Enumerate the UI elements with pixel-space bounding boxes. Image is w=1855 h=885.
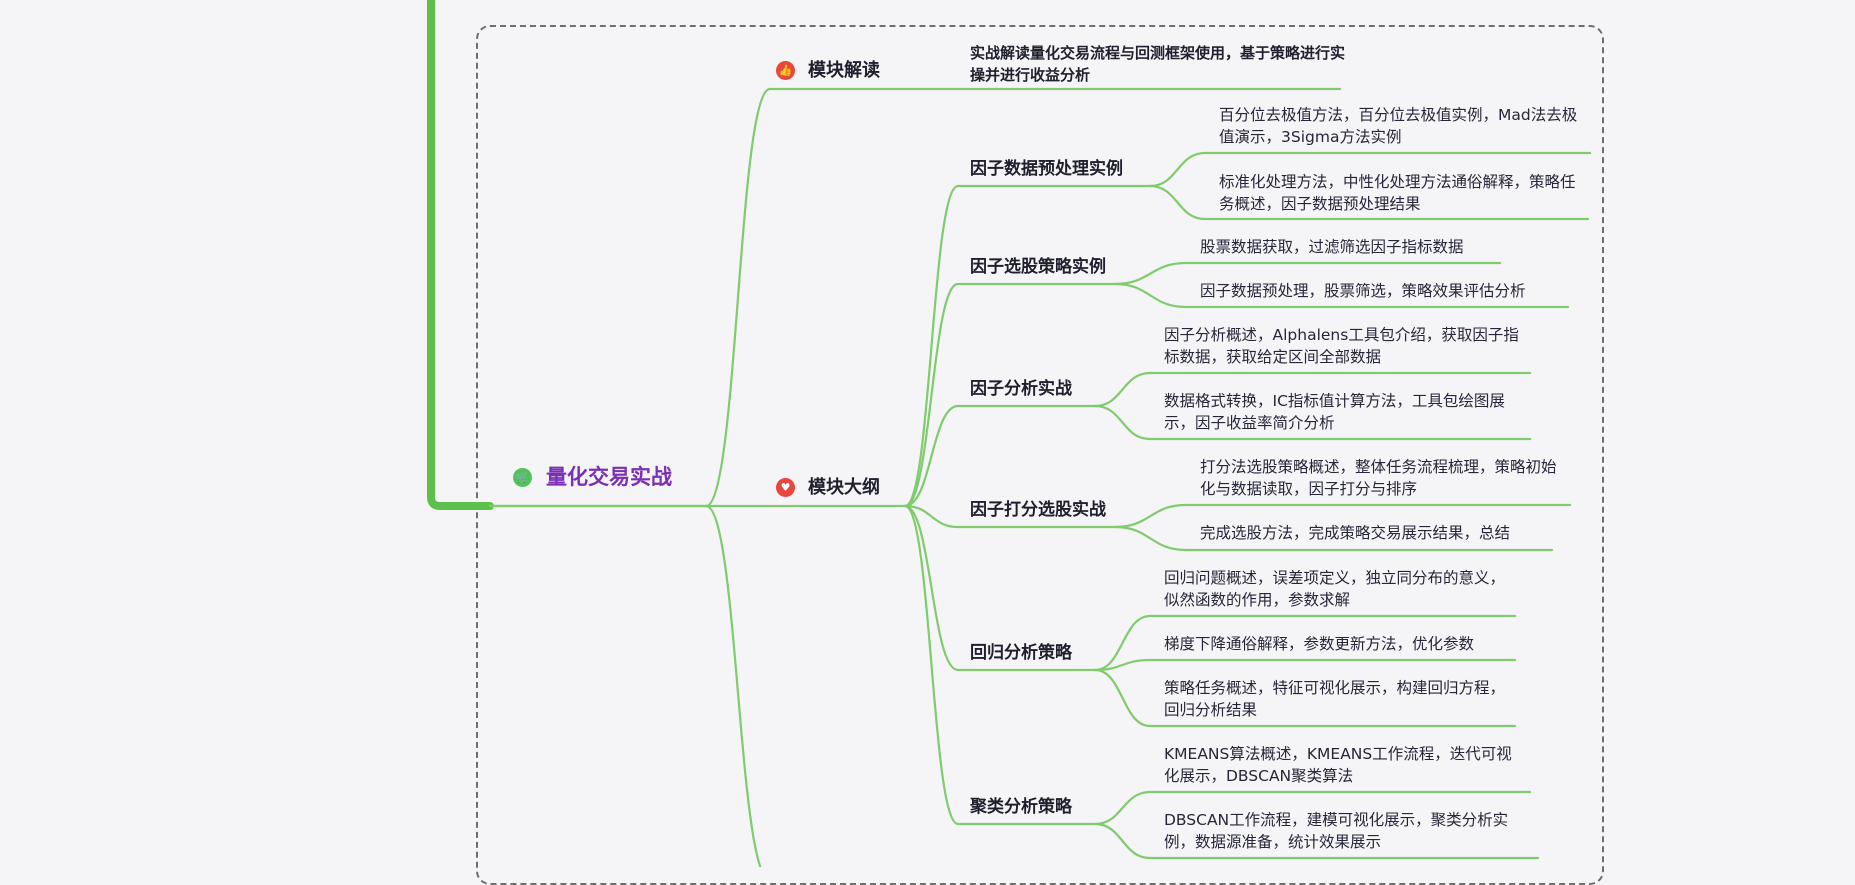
cart-icon: 🛒 xyxy=(513,468,532,487)
connector-topic-leaf xyxy=(1113,282,1188,309)
mindmap-canvas: 🛒 量化交易实战 👍 模块解读 实战解读量化交易流程与回测框架使用，基于策略进行… xyxy=(427,0,1604,885)
connector-topic-leaf xyxy=(1113,503,1188,529)
leaf-item[interactable]: 因子分析概述，Alphalens工具包介绍，获取因子指标数据，获取给定区间全部数… xyxy=(1164,326,1519,366)
connector-outline-topic xyxy=(903,282,960,508)
leaf-item[interactable]: 梯度下降通俗解释，参数更新方法，优化参数 xyxy=(1164,635,1475,653)
leaf-item[interactable]: DBSCAN工作流程，建模可视化展示，聚类分析实例，数据源准备，统计效果展示 xyxy=(1164,811,1509,851)
connector-topic-leaf xyxy=(1093,790,1152,826)
connector-topic-leaf xyxy=(1093,371,1152,408)
connector-topic-leaf xyxy=(1113,525,1188,552)
thumbs-up-icon: 👍 xyxy=(776,61,795,80)
connector-outline-topic xyxy=(903,404,960,508)
connector-topic-leaf xyxy=(1148,151,1207,188)
connector-outline-topic xyxy=(903,184,960,508)
leaf-item[interactable]: 百分位去极值方法，百分位去极值实例，Mad法去极值演示，3Sigma方法实例 xyxy=(1219,106,1578,146)
module-intro-topic[interactable]: 模块解读 xyxy=(808,60,880,81)
connector-topic-leaf xyxy=(1148,184,1207,221)
topic-factor-analysis[interactable]: 因子分析实战 xyxy=(970,379,1072,399)
module-outline-topic[interactable]: 模块大纲 xyxy=(808,477,880,498)
leaf-item[interactable]: 数据格式转换，IC指标值计算方法，工具包绘图展示，因子收益率简介分析 xyxy=(1164,392,1505,432)
module-intro-note[interactable]: 实战解读量化交易流程与回测框架使用，基于策略进行实操并进行收益分析 xyxy=(970,44,1346,84)
connector-root-intro xyxy=(704,87,772,508)
branch-connectors xyxy=(427,0,1592,867)
topic-regression-strategy[interactable]: 回归分析策略 xyxy=(970,643,1072,663)
leaf-item[interactable]: 完成选股方法，完成策略交易展示结果，总结 xyxy=(1200,524,1511,542)
connector-outline-topic xyxy=(903,504,960,529)
leaf-item[interactable]: KMEANS算法概述，KMEANS工作流程，迭代可视化展示，DBSCAN聚类算法 xyxy=(1164,745,1512,785)
connector-topic-leaf xyxy=(1093,658,1152,672)
connector-outline-topic xyxy=(903,504,960,672)
topic-factor-scoring[interactable]: 因子打分选股实战 xyxy=(970,500,1106,520)
topic-clustering-strategy[interactable]: 聚类分析策略 xyxy=(970,797,1072,817)
connector-topic-leaf xyxy=(1093,668,1152,728)
leaf-item[interactable]: 标准化处理方法，中性化处理方法通俗解释，策略任务概述，因子数据预处理结果 xyxy=(1219,173,1576,213)
connector-topic-leaf xyxy=(1093,404,1152,441)
connector-topic-leaf xyxy=(1093,822,1152,860)
topic-factor-preprocess[interactable]: 因子数据预处理实例 xyxy=(970,159,1123,179)
leaf-item[interactable]: 股票数据获取，过滤筛选因子指标数据 xyxy=(1200,238,1464,256)
leaf-item[interactable]: 打分法选股策略概述，整体任务流程梳理，策略初始化与数据读取，因子打分与排序 xyxy=(1200,458,1557,498)
spine-line xyxy=(427,0,494,510)
connector-outline-topic xyxy=(903,504,960,826)
connector-topic-leaf xyxy=(1113,261,1188,286)
root-topic[interactable]: 量化交易实战 xyxy=(546,465,672,489)
leaf-item[interactable]: 策略任务概述，特征可视化展示，构建回归方程，回归分析结果 xyxy=(1164,679,1506,719)
connector-root-offscreen xyxy=(704,504,762,867)
heart-icon: ♥ xyxy=(776,478,795,497)
leaf-item[interactable]: 因子数据预处理，股票筛选，策略效果评估分析 xyxy=(1200,282,1526,300)
leaf-item[interactable]: 回归问题概述，误差项定义，独立同分布的意义，似然函数的作用，参数求解 xyxy=(1164,569,1506,609)
topic-factor-stock-selection[interactable]: 因子选股策略实例 xyxy=(970,257,1106,277)
connector-topic-leaf xyxy=(1093,614,1152,672)
